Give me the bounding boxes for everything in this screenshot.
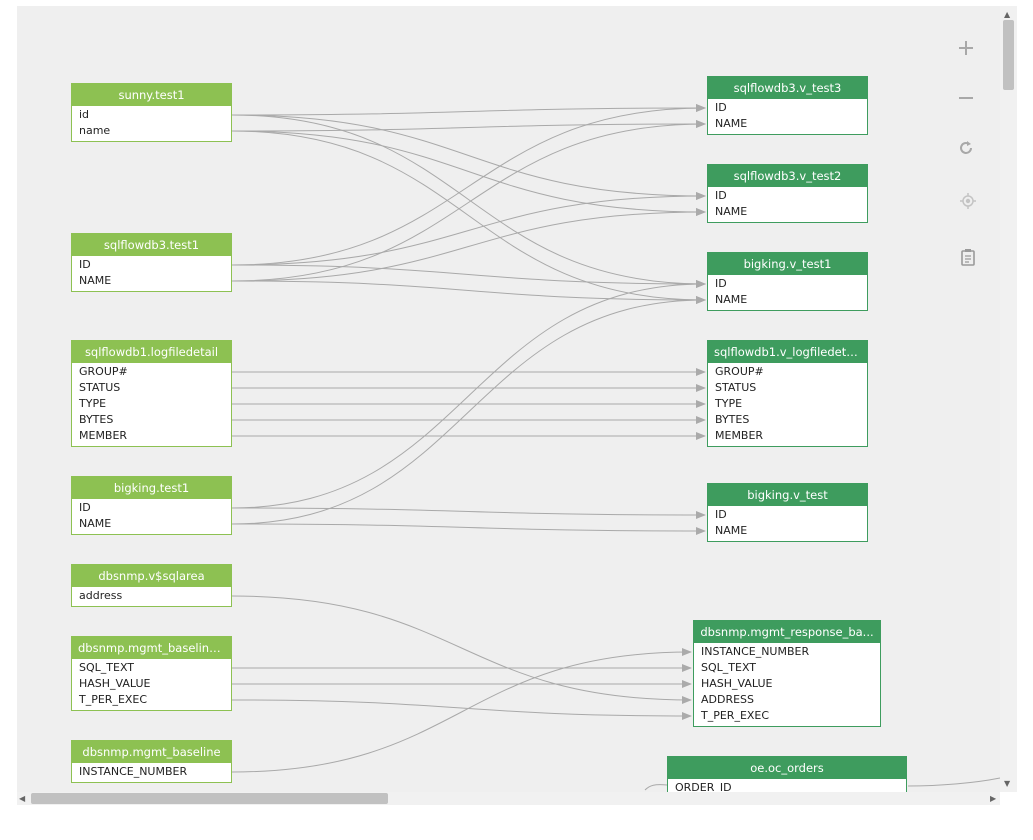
column-hash-value[interactable]: HASH_VALUE: [79, 677, 151, 690]
column-type[interactable]: TYPE: [79, 397, 107, 410]
column-name[interactable]: NAME: [79, 517, 112, 530]
column-bytes[interactable]: BYTES: [79, 413, 114, 426]
table-title[interactable]: sunny.test1: [72, 84, 231, 106]
table-title[interactable]: oe.oc_orders: [668, 757, 906, 779]
table-columns: address: [72, 587, 231, 606]
scroll-left-icon[interactable]: ◀: [19, 794, 26, 803]
refresh-icon: [960, 141, 972, 154]
column-sql-text[interactable]: SQL_TEXT: [701, 661, 756, 674]
table-title[interactable]: sqlflowdb1.v_logfiledetail2: [708, 341, 867, 363]
table-columns: id name: [72, 106, 231, 141]
column-member[interactable]: MEMBER: [715, 429, 764, 442]
column-sql-text[interactable]: SQL_TEXT: [79, 661, 134, 674]
column-member[interactable]: MEMBER: [79, 429, 128, 442]
column-address[interactable]: address: [79, 589, 123, 602]
column-address[interactable]: ADDRESS: [701, 693, 755, 706]
column-type[interactable]: TYPE: [715, 397, 743, 410]
table-columns: ORDER_ID: [668, 779, 906, 798]
table-title[interactable]: bigking.v_test1: [708, 253, 867, 275]
column-name[interactable]: NAME: [715, 524, 748, 537]
table-columns: ID NAME: [708, 506, 867, 541]
zoom-in-button[interactable]: [951, 33, 981, 63]
clipboard-button[interactable]: [953, 242, 983, 272]
scroll-up-icon[interactable]: ▲: [1004, 10, 1011, 19]
minus-icon: [959, 97, 973, 99]
table-title[interactable]: dbsnmp.v$sqlarea: [72, 565, 231, 587]
table-columns: INSTANCE_NUMBER SQL_TEXT HASH_VALUE ADDRESS…: [694, 643, 880, 726]
source-table-sunny-test1[interactable]: sunny.test1 id name: [71, 83, 232, 142]
column-id[interactable]: ID: [715, 277, 727, 290]
column-id[interactable]: ID: [715, 101, 727, 114]
table-columns: SQL_TEXT HASH_VALUE T_PER_EXEC: [72, 659, 231, 710]
table-columns: GROUP# STATUS TYPE BYTES MEMBER: [72, 363, 231, 446]
table-columns: GROUP# STATUS TYPE BYTES MEMBER: [708, 363, 867, 446]
column-id[interactable]: ID: [79, 501, 91, 514]
column-name[interactable]: NAME: [715, 117, 748, 130]
column-status[interactable]: STATUS: [715, 381, 757, 394]
table-columns: ID NAME: [72, 499, 231, 534]
plus-icon: [959, 41, 973, 55]
source-table-dbsnmp-mgmt-baseline[interactable]: dbsnmp.mgmt_baseline... SQL_TEXT HASH_VALU…: [71, 636, 232, 711]
column-t-per-exec[interactable]: T_PER_EXEC: [701, 709, 770, 722]
table-title[interactable]: bigking.v_test: [708, 484, 867, 506]
scroll-right-icon[interactable]: ▶: [990, 794, 997, 803]
zoom-out-button[interactable]: [951, 83, 981, 113]
column-name[interactable]: NAME: [715, 293, 748, 306]
table-columns: INSTANCE_NUMBER: [72, 763, 231, 782]
table-title[interactable]: dbsnmp.mgmt_baseline...: [72, 637, 231, 659]
target-table-dbsnmp-mgmt-response-ba[interactable]: dbsnmp.mgmt_response_ba...INSTANCE_NUMBE…: [693, 620, 881, 727]
table-title[interactable]: bigking.test1: [72, 477, 231, 499]
vertical-scrollbar-thumb[interactable]: [1003, 20, 1014, 90]
table-title[interactable]: sqlflowdb1.logfiledetail: [72, 341, 231, 363]
column-id[interactable]: id: [79, 108, 90, 121]
clipboard-icon: [961, 249, 975, 266]
column-id[interactable]: ID: [79, 258, 91, 271]
refresh-button[interactable]: [951, 133, 981, 163]
table-columns: ID NAME: [708, 187, 867, 222]
column-group[interactable]: GROUP#: [79, 365, 128, 378]
source-table-dbsnmp-v-sqlarea[interactable]: dbsnmp.v$sqlarea address: [71, 564, 232, 607]
table-title[interactable]: sqlflowdb3.v_test2: [708, 165, 867, 187]
column-name[interactable]: name: [79, 124, 111, 137]
table-title[interactable]: dbsnmp.mgmt_response_ba...: [694, 621, 880, 643]
column-instance-number[interactable]: INSTANCE_NUMBER: [701, 645, 810, 658]
table-title[interactable]: dbsnmp.mgmt_baseline: [72, 741, 231, 763]
column-name[interactable]: NAME: [79, 274, 112, 287]
column-bytes[interactable]: BYTES: [715, 413, 750, 426]
crosshair-icon: [960, 193, 976, 209]
table-columns: ID NAME: [708, 275, 867, 310]
column-id[interactable]: ID: [715, 508, 727, 521]
column-group[interactable]: GROUP#: [715, 365, 764, 378]
column-hash-value[interactable]: HASH_VALUE: [701, 677, 773, 690]
table-columns: ID NAME: [708, 99, 867, 134]
table-columns: ID NAME: [72, 256, 231, 291]
column-name[interactable]: NAME: [715, 205, 748, 218]
column-order-id[interactable]: ORDER_ID: [675, 781, 732, 794]
column-t-per-exec[interactable]: T_PER_EXEC: [79, 693, 148, 706]
table-title[interactable]: sqlflowdb3.test1: [72, 234, 231, 256]
vertical-scrollbar[interactable]: [1000, 6, 1017, 792]
horizontal-scrollbar-thumb[interactable]: [31, 793, 388, 804]
column-id[interactable]: ID: [715, 189, 727, 202]
locate-button[interactable]: [953, 186, 983, 216]
column-instance-number[interactable]: INSTANCE_NUMBER: [79, 765, 188, 778]
table-title[interactable]: sqlflowdb3.v_test3: [708, 77, 867, 99]
column-status[interactable]: STATUS: [79, 381, 121, 394]
scroll-down-icon[interactable]: ▼: [1004, 779, 1011, 788]
